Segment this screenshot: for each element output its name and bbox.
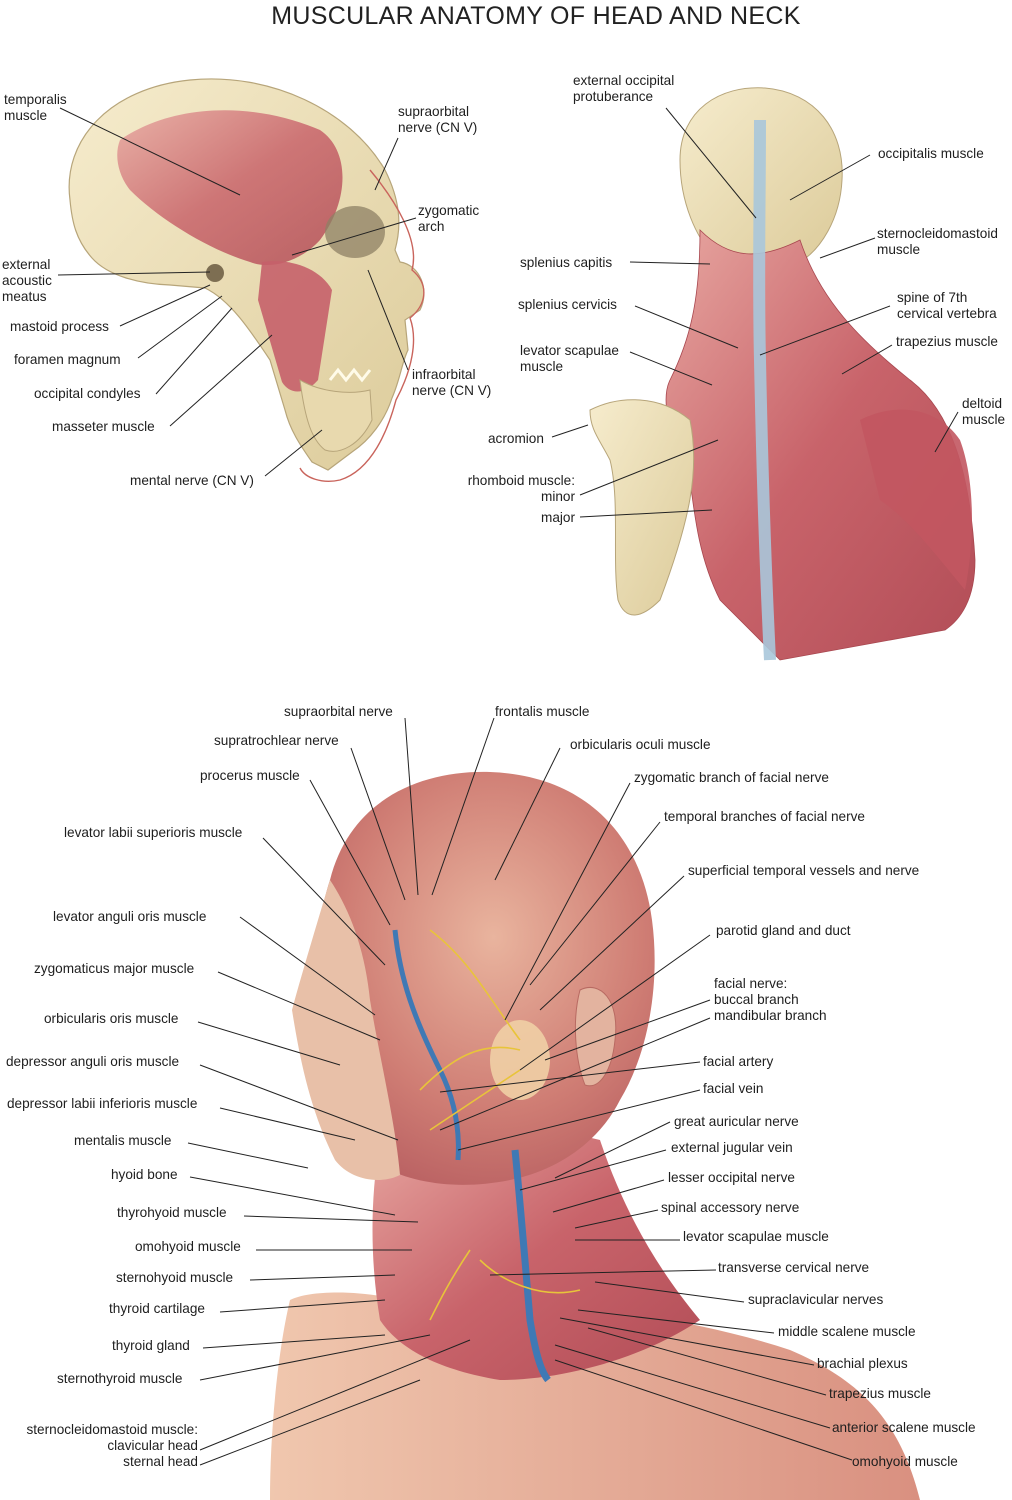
label-superficial-temporal: superficial temporal vessels and nerve bbox=[688, 863, 920, 878]
label-levator-anguli: levator anguli oris muscle bbox=[53, 909, 207, 924]
temporalis-muscle bbox=[117, 110, 343, 266]
label-occipital-condyles: occipital condyles bbox=[34, 386, 141, 401]
teeth bbox=[328, 367, 372, 383]
label-great-auricular: great auricular nerve bbox=[674, 1114, 799, 1129]
scapula bbox=[589, 399, 695, 616]
label-temporal-branches: temporal branches of facial nerve bbox=[664, 809, 865, 824]
label-orbicularis-oculi: orbicularis oculi muscle bbox=[570, 737, 711, 752]
label-anterior-scalene: anterior scalene muscle bbox=[832, 1420, 976, 1435]
leader-lines bbox=[57, 107, 959, 1466]
label-thyrohyoid: thyrohyoid muscle bbox=[117, 1205, 227, 1220]
label-trapezius-back: trapezius muscle bbox=[896, 334, 998, 349]
head-neck-dissection-view bbox=[270, 771, 920, 1500]
facial-vessels bbox=[392, 929, 461, 1161]
label-omohyoid-lower: omohyoid muscle bbox=[852, 1454, 958, 1469]
page-title: MUSCULAR ANATOMY OF HEAD AND NECK bbox=[271, 2, 801, 30]
label-sternothyroid: sternothyroid muscle bbox=[57, 1371, 183, 1386]
label-rhomboid: rhomboid muscle:minor bbox=[467, 473, 575, 504]
label-acromion: acromion bbox=[488, 431, 544, 446]
label-splenius-capitis: splenius capitis bbox=[520, 255, 613, 270]
label-omohyoid: omohyoid muscle bbox=[135, 1239, 241, 1254]
neck bbox=[372, 1128, 700, 1380]
label-orbicularis-oris: orbicularis oris muscle bbox=[44, 1011, 179, 1026]
face-skin-outline bbox=[299, 169, 425, 482]
label-masseter: masseter muscle bbox=[52, 419, 155, 434]
jugular-vein bbox=[511, 1149, 551, 1383]
label-lesser-occipital: lesser occipital nerve bbox=[668, 1170, 795, 1185]
label-sternohyoid: sternohyoid muscle bbox=[116, 1270, 234, 1285]
label-parotid: parotid gland and duct bbox=[716, 923, 851, 938]
label-frontalis: frontalis muscle bbox=[495, 704, 590, 719]
orbit bbox=[325, 206, 385, 258]
label-facial-artery: facial artery bbox=[703, 1054, 774, 1069]
face-skin bbox=[292, 880, 400, 1180]
spine-line bbox=[753, 119, 776, 661]
label-procerus: procerus muscle bbox=[200, 768, 300, 783]
label-brachial-plexus: brachial plexus bbox=[817, 1356, 908, 1371]
label-supraclavicular: supraclavicular nerves bbox=[748, 1292, 884, 1307]
label-scm-heads: sternocleidomastoid muscle:clavicular he… bbox=[26, 1422, 198, 1469]
masseter-muscle bbox=[258, 261, 332, 392]
label-splenius-cervicis: splenius cervicis bbox=[518, 297, 617, 312]
label-middle-scalene: middle scalene muscle bbox=[778, 1324, 916, 1339]
label-spinal-accessory: spinal accessory nerve bbox=[661, 1200, 800, 1215]
label-external-jugular: external jugular vein bbox=[671, 1140, 793, 1155]
label-mastoid-process: mastoid process bbox=[10, 319, 109, 334]
acoustic-meatus bbox=[206, 264, 224, 282]
label-depressor-anguli: depressor anguli oris muscle bbox=[6, 1054, 180, 1069]
back-neck-view bbox=[589, 87, 976, 661]
label-thyroid-cartilage: thyroid cartilage bbox=[109, 1301, 205, 1316]
label-transverse-cervical: transverse cervical nerve bbox=[718, 1260, 870, 1275]
label-depressor-labii: depressor labii inferioris muscle bbox=[7, 1096, 198, 1111]
label-trapezius: trapezius muscle bbox=[829, 1386, 931, 1401]
label-supratrochlear: supratrochlear nerve bbox=[214, 733, 339, 748]
nerve-branches bbox=[419, 929, 581, 1321]
deltoid-shape bbox=[860, 409, 972, 590]
label-rhomboid-major: major bbox=[541, 510, 575, 525]
label-levator-scapulae: levator scapulae muscle bbox=[683, 1229, 829, 1244]
label-supraorbital-nerve-face: supraorbital nerve bbox=[284, 704, 393, 719]
label-mental-nerve: mental nerve (CN V) bbox=[130, 473, 254, 488]
label-zygomaticus-major: zygomaticus major muscle bbox=[34, 961, 195, 976]
label-occipitalis: occipitalis muscle bbox=[878, 146, 984, 161]
back-muscles bbox=[665, 229, 976, 661]
label-foramen-magnum: foramen magnum bbox=[14, 352, 121, 367]
label-levator-labii: levator labii superioris muscle bbox=[64, 825, 243, 840]
label-thyroid-gland: thyroid gland bbox=[112, 1338, 190, 1353]
label-zygomatic-branch: zygomatic branch of facial nerve bbox=[634, 770, 829, 785]
label-hyoid: hyoid bone bbox=[111, 1167, 178, 1182]
label-facial-vein: facial vein bbox=[703, 1081, 764, 1096]
label-mentalis: mentalis muscle bbox=[74, 1133, 172, 1148]
